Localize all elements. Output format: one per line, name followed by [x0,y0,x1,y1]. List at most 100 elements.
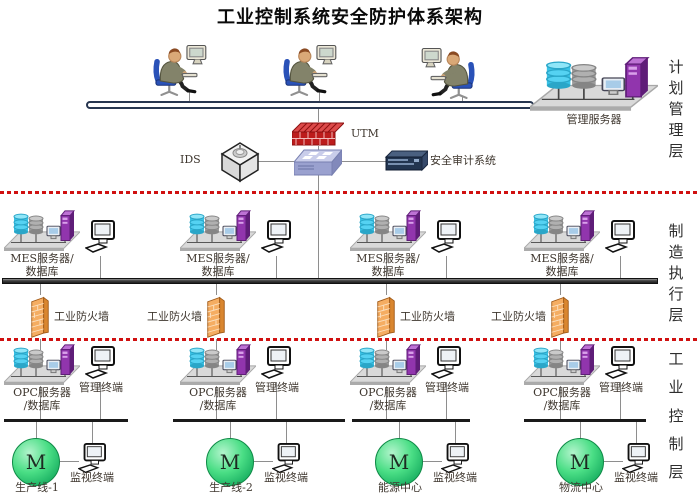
industrial-firewall-label-4: 工业防火墙 [491,310,546,323]
motor-letter-4: M [569,450,591,474]
motor-icon-4: M [556,438,604,486]
opc-server-db-label-line1-4: OPC服务器 [533,386,591,399]
mes-server-db-label-line1-3: MES服务器/ [356,252,420,265]
connector-line [286,422,287,443]
layer-label-char: 工 [668,350,684,368]
opc-management-terminal-icon-1 [85,346,115,382]
mes-server-db-label-line1-2: MES服务器/ [186,252,250,265]
separator-line-2 [0,338,700,341]
industrial-firewall-label-1: 工业防火墙 [54,310,109,323]
connector-line [342,161,386,162]
connector-line [386,284,387,295]
opc-server-db-label-line2-3: /数据库 [369,399,407,412]
layer-label-char: 层 [668,306,684,324]
mes-server-db-label-line1-4: MES服务器/ [530,252,594,265]
motor-letter-3: M [388,450,410,474]
connector-line [399,422,400,440]
connector-line [636,422,637,443]
layer-label-char: 管 [668,100,684,118]
unit-name-label-3: 能源中心 [378,481,422,494]
management-terminal-label-2: 管理终端 [255,381,299,394]
utm-icon [292,122,344,146]
mes-server-db-label-line2-1: 数据库 [25,265,59,278]
execution-bus [2,278,658,284]
connector-line [620,382,621,419]
separator-line-1 [0,191,700,194]
mes-server-db-label-line2-4: 数据库 [545,265,579,278]
monitor-terminal-icon-3 [441,443,469,476]
connector-line [560,252,561,279]
connector-line [276,382,277,419]
field-bus-segment-1 [4,419,128,422]
audit-system-icon [384,150,428,172]
layer-label-char: 制 [668,434,684,453]
industrial-firewall-icon-1 [29,295,51,339]
motor-letter-2: M [219,450,241,474]
layer-label-char: 业 [668,378,684,397]
motor-icon-1: M [12,438,60,486]
connector-line [40,386,41,419]
field-bus-segment-4 [524,419,646,422]
industrial-firewall-label-2: 工业防火墙 [147,310,202,323]
layer-label-planning: 计划管理层 [666,56,686,160]
connector-line [189,90,190,101]
connector-line [560,386,561,419]
mes-terminal-icon-2 [261,220,291,256]
motor-icon-2: M [206,438,254,486]
management-terminal-label-1: 管理终端 [79,381,123,394]
switch-icon [294,149,342,176]
management-server-icon [530,54,658,112]
mes-terminal-icon-3 [431,220,461,256]
connector-line [318,175,319,279]
connector-line [560,339,561,350]
enterprise-bus [86,101,534,109]
connector-line [100,256,101,279]
connector-line [216,386,217,419]
connector-line [36,422,37,440]
operator-workstation-icon-2 [276,38,338,96]
opc-management-terminal-icon-4 [605,346,635,382]
opc-server-db-label-line2-1: /数据库 [23,399,61,412]
opc-server-db-label-line1-1: OPC服务器 [13,386,71,399]
connector-line [560,284,561,295]
diagram-title: 工业控制系统安全防护体系架构 [217,7,483,28]
field-bus-segment-3 [352,419,470,422]
connector-line [40,284,41,295]
monitor-terminal-icon-2 [272,443,300,476]
mes-server-db-icon-1 [4,208,80,252]
opc-server-db-icon-1 [4,342,80,386]
management-server-label: 管理服务器 [566,113,622,126]
connector-line [620,256,621,279]
connector-line [258,161,294,162]
layer-label-char: 层 [668,142,684,160]
mes-server-db-icon-2 [180,208,256,252]
connector-line [40,339,41,350]
connector-line [216,339,217,350]
connector-line [580,422,581,440]
layer-label-char: 计 [668,58,684,76]
connector-line [386,339,387,350]
layer-label-execution: 制造执行层 [666,220,686,324]
connector-line [386,386,387,419]
industrial-firewall-icon-4 [549,295,571,339]
connector-line [254,461,273,462]
opc-server-db-label-line2-4: /数据库 [543,399,581,412]
opc-server-db-label-line1-3: OPC服务器 [359,386,417,399]
mes-server-db-label-line2-2: 数据库 [201,265,235,278]
opc-server-db-label-line1-2: OPC服务器 [189,386,247,399]
connector-line [318,109,319,122]
connector-line [446,382,447,419]
connector-line [230,422,231,440]
industrial-firewall-icon-2 [205,295,227,339]
mes-terminal-icon-1 [85,220,115,256]
industrial-firewall-icon-3 [375,295,397,339]
management-terminal-label-3: 管理终端 [425,381,469,394]
audit-system-label: 安全审计系统 [430,154,496,167]
motor-icon-3: M [375,438,423,486]
connector-line [455,422,456,443]
monitor-terminal-label-3: 监视终端 [433,471,477,484]
connector-line [100,382,101,419]
motor-letter-1: M [25,450,47,474]
opc-server-db-icon-2 [180,342,256,386]
mes-server-db-label-line1-1: MES服务器/ [10,252,74,265]
